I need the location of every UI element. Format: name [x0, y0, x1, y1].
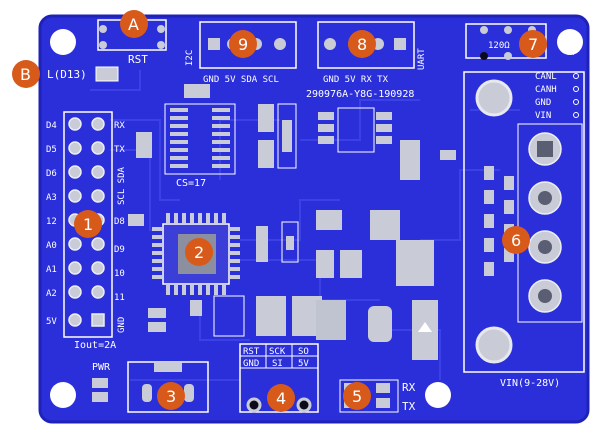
isp-pin-label: SCK	[269, 347, 286, 357]
pin-label-right: 10	[114, 269, 125, 279]
badge-6: 6	[502, 226, 530, 254]
pin-label-right: SCL SDA	[117, 166, 127, 205]
svg-text:8: 8	[357, 35, 367, 54]
svg-text:A: A	[128, 15, 139, 34]
canl-label: CANL	[535, 72, 557, 82]
iout-label: Iout=2A	[74, 340, 116, 351]
mounting-holes	[50, 29, 583, 408]
isp-pin-label: GND	[243, 359, 259, 369]
badge-8: 8	[348, 30, 376, 58]
pcb-traces	[90, 70, 520, 381]
led-label: L(D13)	[47, 68, 87, 81]
svg-text:4: 4	[276, 389, 286, 408]
pin-label-left: A1	[46, 265, 57, 275]
canh-label: CANH	[535, 85, 557, 95]
badge-5: 5	[343, 382, 371, 410]
svg-text:3: 3	[166, 387, 176, 406]
pin-label-left: D4	[46, 121, 57, 131]
tx-label: TX	[402, 400, 416, 413]
i2c-label: I2C	[185, 50, 195, 66]
pin-label-right: RX	[114, 121, 125, 131]
mounting-hole	[475, 326, 513, 364]
badge-9: 9	[229, 30, 257, 58]
callout-badges: A B 1 2 3 4 5 6	[12, 10, 547, 412]
pin-label-right: TX	[114, 145, 125, 155]
pin-label-right: D8	[114, 217, 125, 227]
i2c-pins-label: GND 5V SDA SCL	[203, 75, 279, 85]
mounting-hole	[50, 29, 76, 55]
svg-text:B: B	[20, 65, 31, 84]
pwr-label: PWR	[92, 362, 111, 373]
svg-text:9: 9	[238, 35, 248, 54]
pin-label-left: D5	[46, 145, 57, 155]
led-d13: L(D13)	[47, 66, 119, 82]
pin-label-left: 12	[46, 217, 57, 227]
smd-components	[92, 84, 456, 402]
mounting-hole	[475, 79, 513, 117]
isp-pin-label: SO	[298, 347, 309, 357]
usb-port: PWR	[92, 361, 209, 413]
svg-text:2: 2	[194, 243, 204, 262]
badge-3: 3	[157, 382, 185, 410]
badge-b: B	[12, 60, 40, 88]
rst-label: RST	[128, 53, 148, 66]
can-vin-label: VIN	[535, 111, 551, 121]
svg-text:5: 5	[352, 387, 362, 406]
gpio-header: D4 D5 D6 A3 12 A0 A1 A2 5V RX TX SCL SDA…	[46, 111, 127, 351]
cs-label: CS=17	[176, 178, 206, 189]
svg-text:7: 7	[528, 35, 538, 54]
uart-label: UART	[417, 48, 427, 70]
badge-2: 2	[185, 238, 213, 266]
pin-label-left: A2	[46, 289, 57, 299]
svg-text:1: 1	[83, 215, 93, 234]
pin-label-left: A0	[46, 241, 57, 251]
can-gnd-label: GND	[535, 98, 551, 108]
isp-header: RST SCK SO GND SI 5V	[239, 343, 319, 413]
pin-label-left: D6	[46, 169, 57, 179]
pin-label-right: GND	[117, 317, 127, 333]
rx-label: RX	[402, 381, 416, 394]
can-labels: CANL CANH GND VIN	[535, 72, 579, 121]
board-id-label: 290976A-Y8G-190928	[306, 89, 414, 100]
mounting-hole	[425, 382, 451, 408]
diode-marker	[418, 322, 432, 332]
vin-label: VIN(9-28V)	[500, 378, 560, 389]
pin-label-left: 5V	[46, 317, 57, 327]
mounting-hole	[557, 29, 583, 55]
badge-4: 4	[267, 384, 295, 412]
r120-label: 120Ω	[488, 41, 510, 51]
uart-pins-label: GND 5V RX TX	[323, 75, 389, 85]
mounting-hole	[50, 382, 76, 408]
pin-label-left: A3	[46, 193, 57, 203]
isp-pin-label: 5V	[298, 359, 309, 369]
can-terminal-block: VIN(9-28V)	[463, 71, 585, 389]
pin-label-right: 11	[114, 293, 125, 303]
badge-1: 1	[74, 210, 102, 238]
pin-label-right: D9	[114, 245, 125, 255]
badge-7: 7	[519, 30, 547, 58]
isp-pin-label: SI	[272, 359, 283, 369]
svg-text:6: 6	[511, 231, 521, 250]
r120-side-label: 120Ω	[567, 34, 577, 56]
isp-pin-label: RST	[243, 347, 260, 357]
badge-a: A	[120, 10, 148, 38]
